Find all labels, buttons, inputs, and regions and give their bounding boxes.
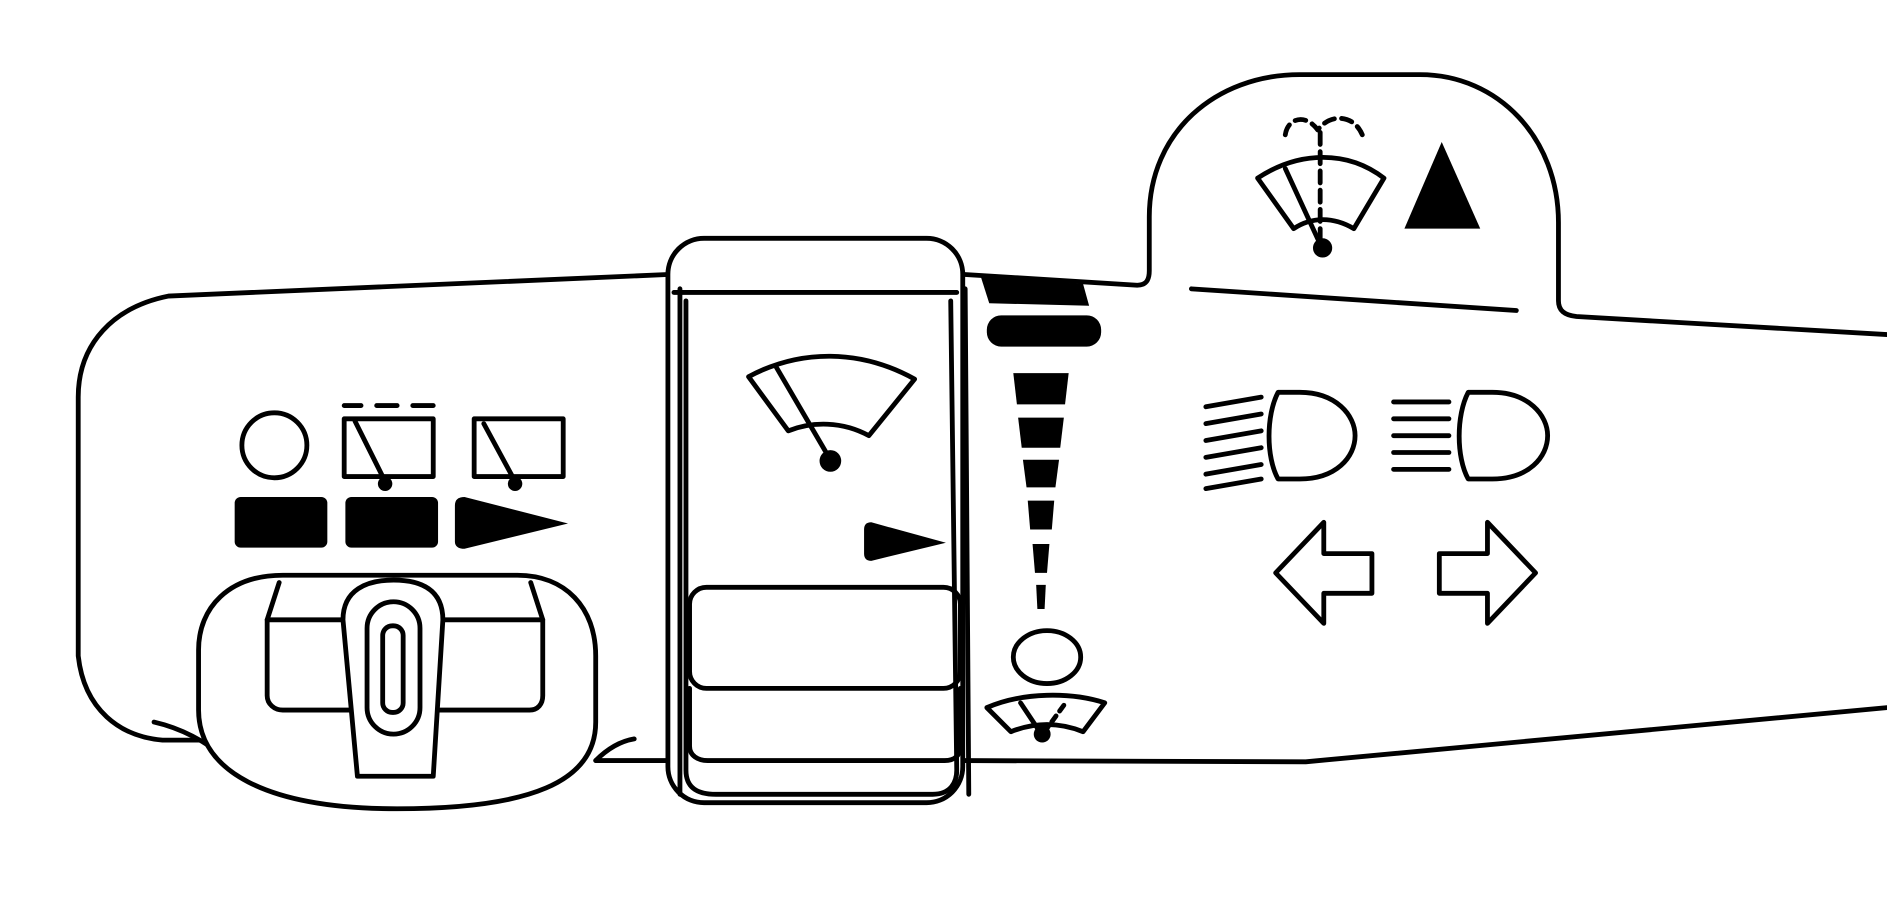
wiper-washer-icon xyxy=(1255,115,1387,258)
lever-divider-line xyxy=(1189,286,1519,313)
wiper-low-speed-icon xyxy=(471,416,566,492)
lever-bottom-right xyxy=(960,705,1887,765)
wiper-off-circle-icon xyxy=(239,410,310,481)
intermittent-delay-scale-icon xyxy=(980,276,1102,609)
washer-button-icon xyxy=(1010,628,1084,686)
wiper-high-arrow-icon xyxy=(864,522,946,561)
lever-body-right xyxy=(960,72,1887,337)
warning-triangle-icon xyxy=(1404,142,1481,229)
turn-left-arrow-icon[interactable] xyxy=(1273,519,1375,626)
turn-right-arrow-icon[interactable] xyxy=(1436,519,1539,626)
low-beam-headlamp-icon xyxy=(1203,389,1358,492)
rotary-wiper-knob[interactable] xyxy=(196,572,599,812)
wiper-delay-band-icon xyxy=(345,497,439,548)
wiper-high-arrow-icon xyxy=(454,497,569,549)
rear-wiper-icon xyxy=(984,692,1108,743)
wiper-rocker-switch[interactable] xyxy=(665,235,972,806)
wiper-intermittent-icon xyxy=(341,403,436,492)
lever-body-left xyxy=(75,271,673,743)
lever-body-edge-right xyxy=(593,736,637,763)
high-beam-headlamp-icon xyxy=(1391,389,1551,482)
wiper-delay-band-icon xyxy=(234,497,328,548)
wiper-icon xyxy=(746,353,918,472)
